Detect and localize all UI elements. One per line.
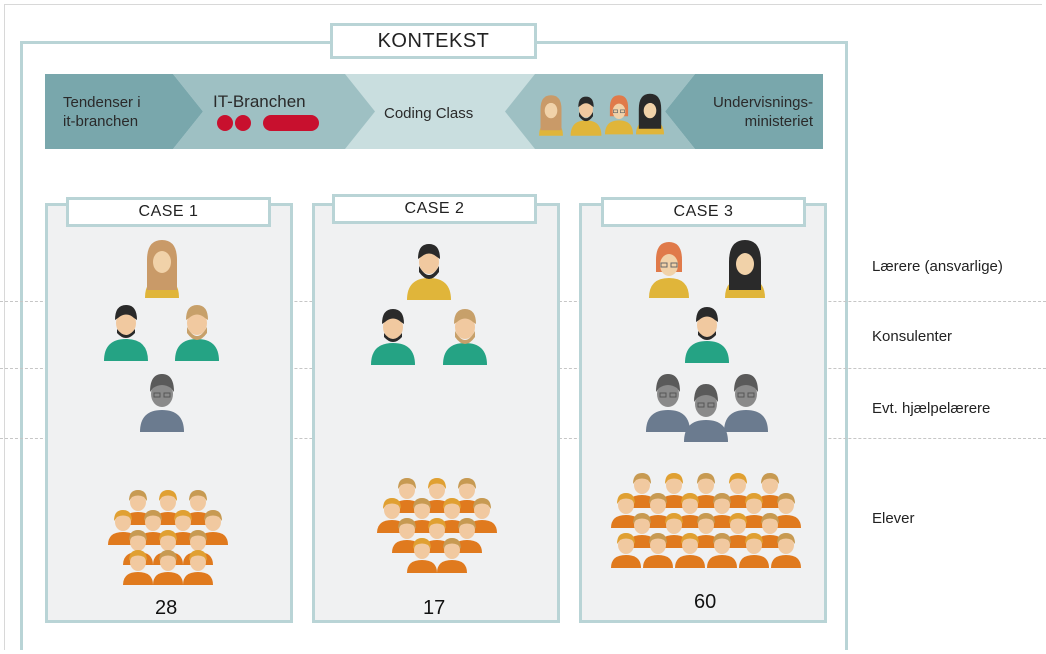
case-2-people	[371, 244, 497, 573]
case-1-people	[104, 240, 228, 585]
row-label-consultants: Konsulenter	[872, 328, 953, 345]
it-logo-dot-2	[235, 115, 251, 131]
banner-teacher-icons	[539, 93, 664, 136]
case-3-title: CASE 3	[601, 197, 806, 227]
context-banner: Tendenser i it-branchen IT-Branchen Codi…	[45, 74, 823, 149]
banner-trends-text: Tendenser i it-branchen	[63, 94, 141, 130]
case-3-count: 60	[694, 591, 717, 613]
banner-chevrons	[45, 74, 823, 149]
it-logo-dot-1	[217, 115, 233, 131]
case-1-count: 28	[155, 597, 178, 619]
banner-segment-ministry	[665, 74, 823, 149]
banner-coding-class-text: Coding Class	[384, 105, 474, 122]
case-1-title: CASE 1	[66, 197, 271, 227]
outer-frame	[4, 4, 1042, 650]
row-label-teachers: Lærere (ansvarlige)	[872, 258, 1003, 275]
banner-it-branchen-text: IT-Branchen	[213, 92, 306, 111]
case-2-title: CASE 2	[332, 194, 537, 224]
row-label-students: Elever	[872, 510, 915, 527]
banner-segment-trends	[45, 74, 203, 149]
case-2-count: 17	[423, 597, 446, 619]
row-label-assistants: Evt. hjælpelærere	[872, 400, 991, 417]
banner-ministry-text: Undervisnings- ministeriet	[712, 94, 813, 130]
case-3-people	[611, 240, 801, 568]
it-logo-bar	[263, 115, 319, 131]
context-title: KONTEKST	[330, 23, 537, 59]
